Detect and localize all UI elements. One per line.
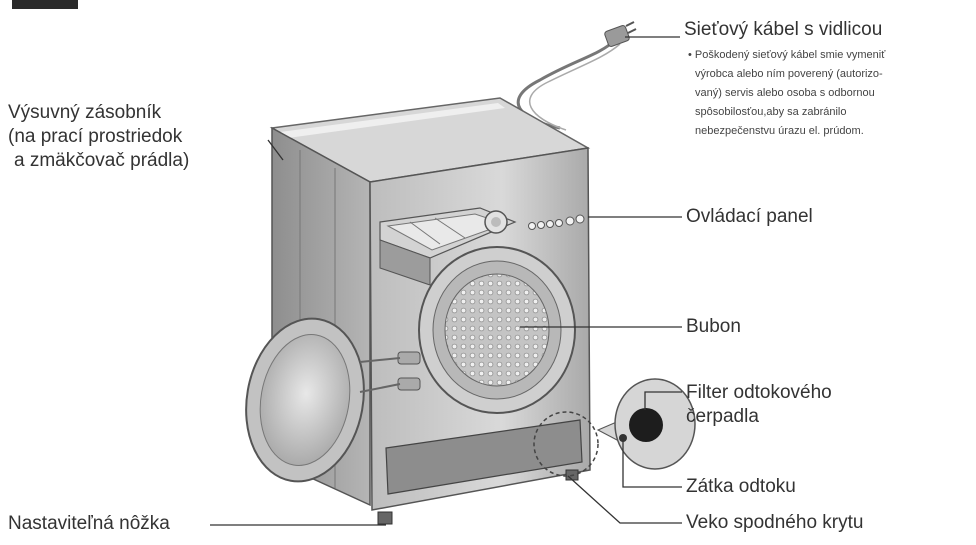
label-drum: Bubon (686, 316, 741, 337)
label-power-cable: Sieťový kábel s vidlicou (684, 19, 883, 40)
drawer-label-line: a zmäkčovač prádla) (14, 150, 190, 171)
drum-interior (444, 273, 550, 387)
power-cable (516, 38, 617, 130)
leader-lines (210, 36, 682, 526)
label-drain-plug: Zátka odtoku (686, 476, 796, 497)
cable-note-line: • Poškodený sieťový kábel smie vymeniť (688, 49, 886, 61)
cable-note-line: výrobca alebo ním poverený (autorizo- (695, 68, 883, 80)
label-control-panel: Ovládací panel (686, 206, 813, 227)
label-bottom-cover: Veko spodného krytu (686, 512, 864, 533)
pump-filter-icon (629, 408, 663, 442)
plug-icon (604, 25, 630, 47)
drawer-label-line: Výsuvný zásobník (8, 102, 162, 123)
drawer-label-line: (na prací prostriedok (8, 126, 183, 147)
cable-note-line: spôsobilosťou,aby sa zabránilo (695, 106, 847, 118)
cable-note: • Poškodený sieťový kábel smie vymeniť v… (688, 46, 885, 141)
label-pump-filter: Filter odtokového čerpadla (686, 381, 832, 429)
filter-label-line: Filter odtokového (686, 382, 832, 403)
bottom-cover (385, 419, 583, 495)
adjustable-foot (377, 511, 393, 525)
cable-note-line: nebezpečenstvu úrazu el. prúdom. (695, 125, 864, 137)
control-buttons (528, 214, 585, 230)
cable-note-line: vaný) servis alebo osoba s odbornou (695, 87, 875, 99)
filter-highlight (533, 411, 599, 477)
filter-label-line: čerpadla (686, 406, 759, 427)
label-adjustable-foot: Nastaviteľná nôžka (8, 513, 170, 534)
corner-marker (12, 0, 78, 9)
label-detergent-drawer: Výsuvný zásobník (na prací prostriedok a… (8, 101, 189, 173)
